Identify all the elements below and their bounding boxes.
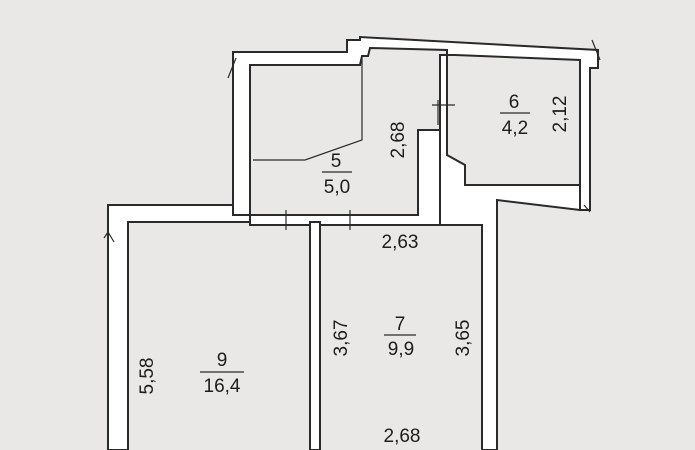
room5-step-line [253,58,363,161]
room-5-height-dimension: 2,68 [388,122,409,159]
room-5-area: 5,0 [324,177,350,198]
room-7-right-height-dimension: 3,65 [453,320,474,357]
room-9-number: 9 [217,350,228,371]
wall-room5-room6 [439,54,581,450]
room-7-area: 9,9 [388,339,414,360]
room-7-left-height-dimension: 3,67 [331,320,352,357]
room-6-height-dimension: 2,12 [550,96,571,133]
wall-top-outer [232,35,599,216]
room-7-bottom-width-dimension: 2,68 [384,426,421,447]
wall-tick-top [227,57,237,79]
room-7-top-width-dimension: 2,63 [382,232,419,253]
wall-tick-right [591,39,601,61]
wall-tick-br [583,204,591,213]
wall-room9-room7 [309,221,321,450]
room-7-number: 7 [395,314,406,335]
room-9-area: 16,4 [204,376,241,397]
room-5-number: 5 [331,151,342,172]
room-6-area: 4,2 [502,118,528,139]
room-6-number: 6 [509,92,520,113]
wall-tick-left [103,230,115,243]
room-9-height-dimension: 5,58 [137,358,158,395]
